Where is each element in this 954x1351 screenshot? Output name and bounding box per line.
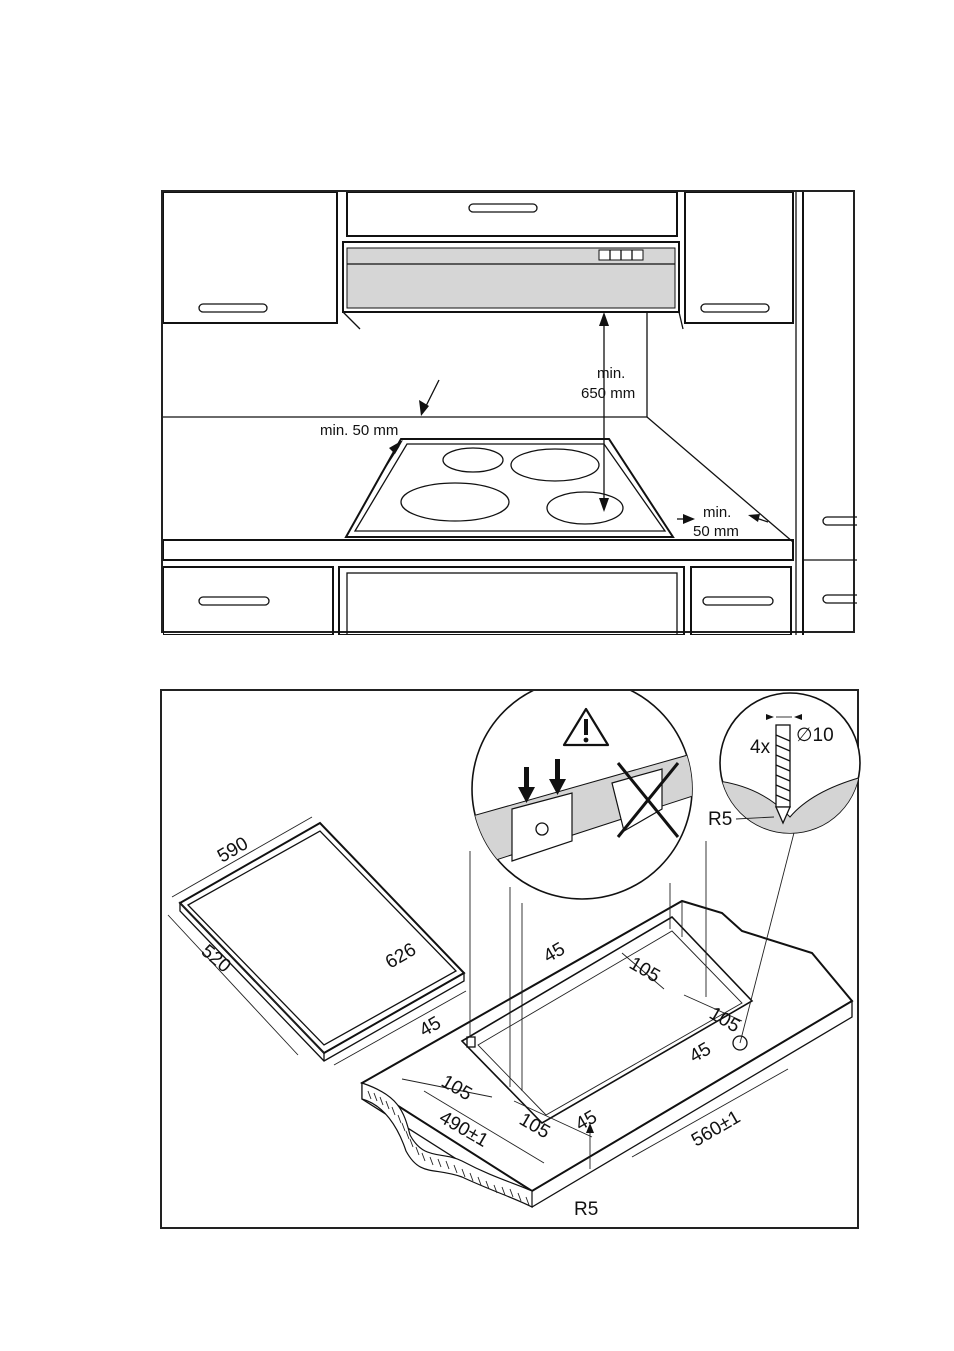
side-clearance-right-label-2: 50 mm <box>693 523 739 540</box>
cooking-zone <box>547 492 623 524</box>
cutout-radius-label: R5 <box>574 1199 598 1220</box>
cutout-corner-top-label: 45 <box>540 939 569 968</box>
cooking-zone <box>511 449 599 481</box>
cutout-depth-label: 490±1 <box>436 1107 492 1152</box>
installation-clearance-diagram: min. 50 mm min. 650 mm min. 50 mm <box>161 190 855 633</box>
cutout-corner-bottom-label: 45 <box>572 1107 601 1136</box>
lower-right-cabinet <box>691 567 791 635</box>
hood-clearance-label-1: min. <box>597 365 625 382</box>
cutout-drawing: 590 520 626 <box>162 691 861 1231</box>
countertop <box>163 540 793 560</box>
upper-center-cabinet <box>347 192 677 236</box>
cabinet-handle <box>469 204 537 212</box>
cutout-dimensions-diagram: 590 520 626 <box>160 689 859 1229</box>
screw-radius-label: R5 <box>708 809 732 830</box>
lower-left-cabinet <box>163 567 333 635</box>
hob-diagonal-label: 626 <box>382 939 420 973</box>
cabinet-handle <box>199 304 267 312</box>
side-clearance-right-label-1: min. <box>703 504 731 521</box>
side-clearance-left-label: min. 50 mm <box>320 422 398 439</box>
hood-clearance-label-2: 650 mm <box>581 385 635 402</box>
hob-glass <box>355 444 665 531</box>
cooking-zone <box>443 448 503 472</box>
cabinet-handle <box>199 597 269 605</box>
dim-line-520 <box>168 915 298 1055</box>
hob-width-label: 590 <box>214 833 252 867</box>
cabinet-handle <box>701 304 769 312</box>
cooking-zone <box>401 483 509 521</box>
tall-cabinet-handle <box>823 517 857 525</box>
screw-diameter-label: ∅10 <box>796 725 834 746</box>
worktop-broken-edge <box>362 1083 532 1207</box>
screw-icon <box>776 725 790 823</box>
cutout-corner-right-label: 45 <box>686 1039 715 1068</box>
screw-quantity-label: 4x <box>750 737 771 758</box>
cabinet-handle <box>703 597 773 605</box>
clip-left-top-label: 105 <box>438 1071 476 1105</box>
lower-center-cabinet <box>339 567 684 635</box>
cutout-width-label: 560±1 <box>688 1107 744 1152</box>
tall-cabinet-handle <box>823 595 857 603</box>
kitchen-elevation-drawing: min. 50 mm min. 650 mm min. 50 mm <box>163 192 857 635</box>
